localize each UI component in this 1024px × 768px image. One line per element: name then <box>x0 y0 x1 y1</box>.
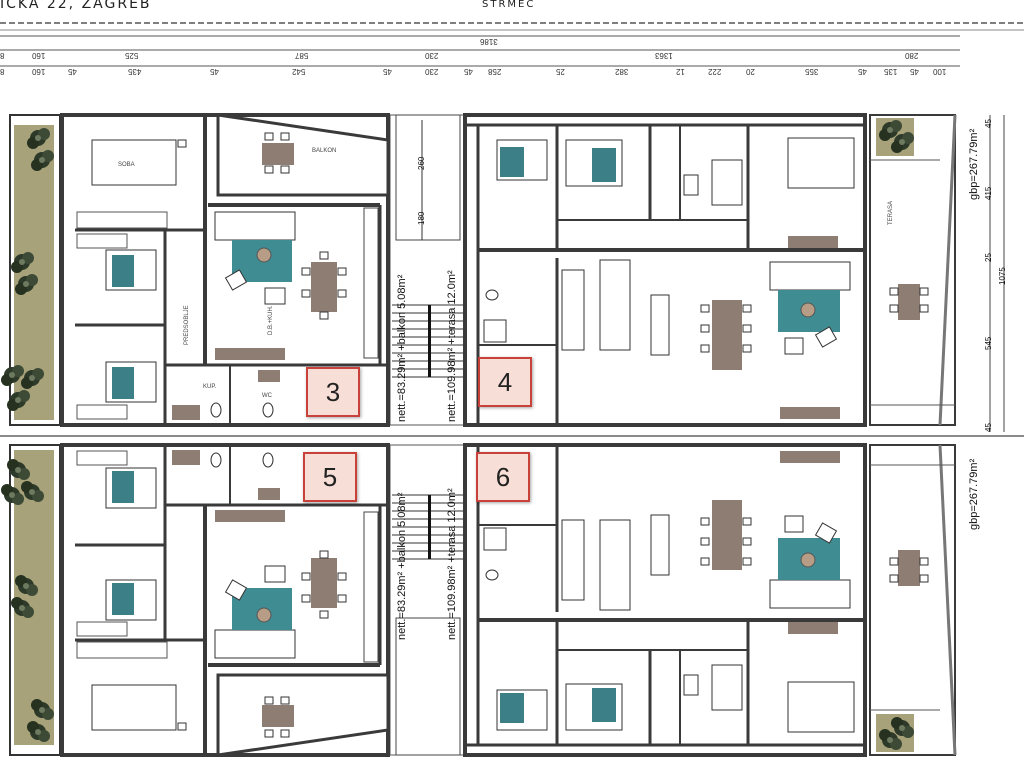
dim-label: 135 <box>884 67 898 76</box>
dim-label: 8 <box>0 67 5 76</box>
dim-v-mid: 25 <box>984 253 993 262</box>
gbp-label-bottom: gbp=267.79m² <box>968 458 980 530</box>
dim-v-top: 45 <box>984 119 993 128</box>
dim-label: 20 <box>746 67 755 76</box>
stair-dim-260: 260 <box>417 156 426 170</box>
dim-label: 355 <box>805 67 819 76</box>
room-label-bedroom: SOBA <box>118 162 135 168</box>
area-label-unit-6: nett.=109.98m² +terasa 12.0m² <box>446 488 458 640</box>
dim-label: 435 <box>128 67 142 76</box>
dim-label: 222 <box>708 67 722 76</box>
dim-label: 45 <box>383 67 392 76</box>
dim-label: 45 <box>910 67 919 76</box>
dim-label: 25 <box>556 67 565 76</box>
dim-label: 45 <box>858 67 867 76</box>
dim-label: 1363 <box>655 51 673 60</box>
dim-v-upper: 415 <box>984 186 993 200</box>
dim-label: 160 <box>32 67 46 76</box>
dim-label: 230 <box>425 51 439 60</box>
unit-badge-6[interactable]: 6 <box>476 452 530 502</box>
dim-label: 587 <box>295 51 309 60</box>
room-labels: BALKON SOBA PREDSOBLJE D.B.+KUH. KUP. WC… <box>118 148 894 399</box>
district-title: STRMEC <box>482 0 536 10</box>
dim-label: 525 <box>125 51 139 60</box>
unit-4-plan <box>465 115 955 425</box>
area-label-unit-3: nett.=83.29m² +balkon 5.08m² <box>396 274 408 422</box>
gbp-label-top: gbp=267.79m² <box>968 128 980 200</box>
unit-badge-3[interactable]: 3 <box>306 367 360 417</box>
dim-label: 100 <box>933 67 947 76</box>
room-label-hall: PREDSOBLJE <box>184 305 190 345</box>
dim-label: 382 <box>615 67 629 76</box>
area-label-unit-5: nett.=83.29m² +balkon 5.08m² <box>396 492 408 640</box>
address-title: IČKA 22, ZAGREB <box>0 0 152 12</box>
unit-badge-5[interactable]: 5 <box>303 452 357 502</box>
dim-v-bottom: 45 <box>984 423 993 432</box>
dim-label: 542 <box>292 67 306 76</box>
unit-6-plan <box>465 445 955 755</box>
room-label-bath: KUP. <box>203 384 217 390</box>
stair-dim-180: 180 <box>417 211 426 225</box>
dim-v-lower: 545 <box>984 336 993 350</box>
dim-label: 12 <box>676 67 685 76</box>
room-label-wc: WC <box>262 393 273 399</box>
dim-total: 3186 <box>480 37 498 46</box>
dim-label: 45 <box>464 67 473 76</box>
dim-label: 230 <box>425 67 439 76</box>
room-label-living: D.B.+KUH. <box>268 305 274 335</box>
staircase-bottom <box>389 444 468 756</box>
dim-label: 160 <box>32 51 46 60</box>
dim-v-total: 1075 <box>998 267 1007 285</box>
area-label-unit-4: nett.=109.98m² +terasa 12.0m² <box>446 270 458 422</box>
dim-label: 258 <box>488 67 502 76</box>
dim-label: 8 <box>0 51 5 60</box>
dim-label: 280 <box>905 51 919 60</box>
unit-badge-4[interactable]: 4 <box>478 357 532 407</box>
dim-label: 45 <box>68 67 77 76</box>
room-label-terrace: TERASA <box>888 201 894 225</box>
dim-label: 45 <box>210 67 219 76</box>
room-label-balcony: BALKON <box>312 148 336 154</box>
